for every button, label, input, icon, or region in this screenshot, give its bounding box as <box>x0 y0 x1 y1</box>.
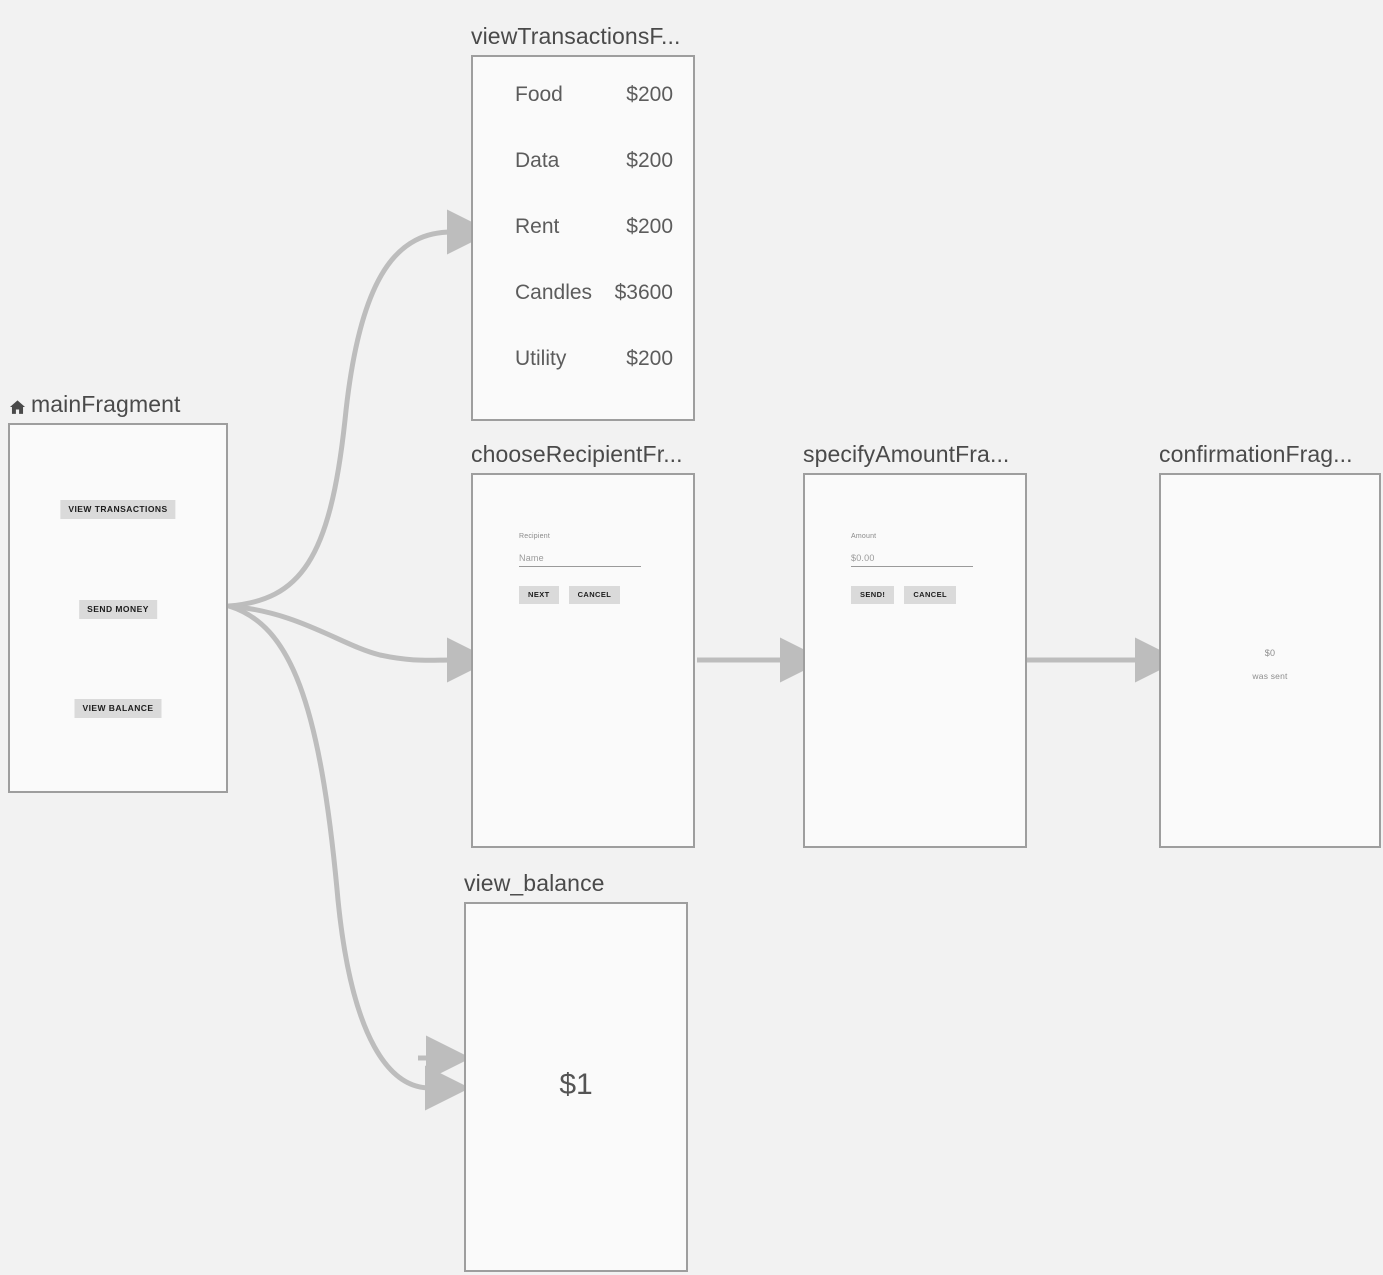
recipient-field-label: Recipient <box>519 533 550 540</box>
recipient-name-input[interactable]: Name <box>519 553 641 567</box>
transactions-list: Food $200 Data $200 Rent $200 Candles $3… <box>471 83 695 413</box>
table-row: Candles $3600 <box>493 281 673 347</box>
node-title-view-balance: view_balance <box>464 870 605 897</box>
edge-main-to-balance <box>226 603 470 1111</box>
edge-main-to-transactions <box>226 209 492 609</box>
view-balance-button[interactable]: VIEW BALANCE <box>74 699 162 718</box>
node-title-main-fragment-text: mainFragment <box>31 391 181 417</box>
node-frame-view-transactions <box>471 55 695 421</box>
node-title-specify-amount-text: specifyAmountFra... <box>803 441 1010 467</box>
node-title-confirmation: confirmationFrag... <box>1159 441 1353 468</box>
transaction-category: Food <box>515 83 563 106</box>
node-frame-confirmation <box>1159 473 1381 848</box>
node-frame-specify-amount <box>803 473 1027 848</box>
cancel-button[interactable]: CANCEL <box>904 586 956 604</box>
table-row: Food $200 <box>493 83 673 149</box>
home-icon <box>8 396 27 415</box>
amount-form-actions: SEND! CANCEL <box>851 586 981 604</box>
send-button[interactable]: SEND! <box>851 586 895 604</box>
amount-input[interactable]: $0.00 <box>851 553 973 567</box>
node-main-fragment[interactable]: mainFragment VIEW TRANSACTIONS SEND MONE… <box>8 391 228 793</box>
balance-value: $1 <box>559 1068 593 1101</box>
node-title-main-fragment: mainFragment <box>8 391 180 418</box>
table-row: Rent $200 <box>493 215 673 281</box>
node-title-view-transactions-text: viewTransactionsF... <box>471 23 681 49</box>
next-button[interactable]: NEXT <box>519 586 559 604</box>
table-row: Utility $200 <box>493 347 673 413</box>
node-title-specify-amount: specifyAmountFra... <box>803 441 1009 468</box>
transaction-amount: $200 <box>626 215 673 238</box>
node-title-confirmation-text: confirmationFrag... <box>1159 441 1353 467</box>
transaction-category: Candles <box>515 281 593 304</box>
confirmation-message-block: $0 was sent <box>1159 648 1381 681</box>
node-view-transactions-fragment[interactable]: viewTransactionsF... Food $200 Data $200… <box>471 23 695 421</box>
node-title-choose-recipient: chooseRecipientFr... <box>471 441 683 468</box>
transaction-amount: $200 <box>626 347 673 370</box>
node-view-balance-fragment[interactable]: view_balance $1 <box>464 870 688 1272</box>
amount-field-label: Amount <box>851 533 877 540</box>
transaction-category: Utility <box>515 347 567 370</box>
node-title-view-balance-text: view_balance <box>464 870 605 896</box>
node-specify-amount-fragment[interactable]: specifyAmountFra... Amount $0.00 SEND! C… <box>803 441 1027 848</box>
view-transactions-button[interactable]: VIEW TRANSACTIONS <box>60 500 176 519</box>
confirmation-amount: $0 <box>1264 648 1276 658</box>
transaction-category: Rent <box>515 215 560 238</box>
amount-form: Amount $0.00 SEND! CANCEL <box>851 533 981 604</box>
cancel-button[interactable]: CANCEL <box>568 586 621 604</box>
transaction-category: Data <box>515 149 560 172</box>
node-title-view-transactions: viewTransactionsF... <box>471 23 681 50</box>
recipient-form: Recipient Name NEXT CANCEL <box>519 533 649 604</box>
node-confirmation-fragment[interactable]: confirmationFrag... $0 was sent <box>1159 441 1381 848</box>
confirmation-message: was sent <box>1252 671 1288 681</box>
node-frame-view-balance <box>464 902 688 1272</box>
transaction-amount: $200 <box>626 149 673 172</box>
transaction-amount: $3600 <box>614 281 673 304</box>
node-choose-recipient-fragment[interactable]: chooseRecipientFr... Recipient Name NEXT… <box>471 441 695 848</box>
transaction-amount: $200 <box>626 83 673 106</box>
edge-main-to-recipient <box>226 603 492 683</box>
send-money-button[interactable]: SEND MONEY <box>79 600 157 619</box>
node-frame-main-fragment <box>8 423 228 793</box>
node-frame-choose-recipient <box>471 473 695 848</box>
node-title-choose-recipient-text: chooseRecipientFr... <box>471 441 683 467</box>
table-row: Data $200 <box>493 149 673 215</box>
recipient-form-actions: NEXT CANCEL <box>519 586 649 604</box>
